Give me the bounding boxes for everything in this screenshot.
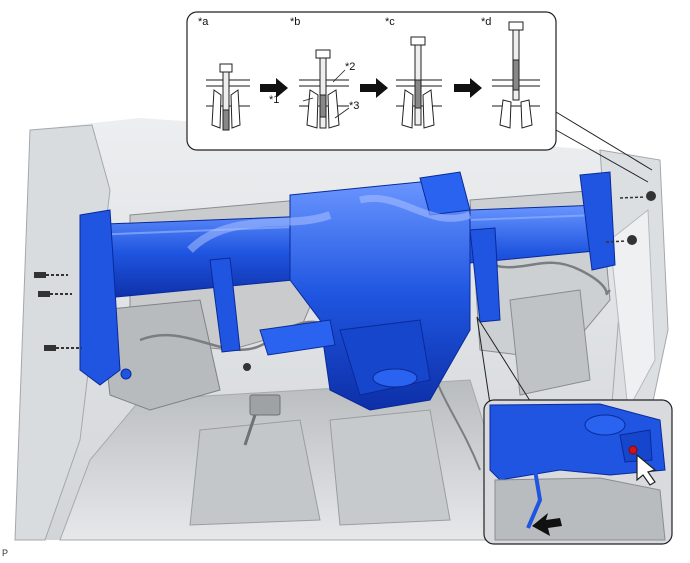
bolt-group-right xyxy=(243,191,656,371)
bolt-group-left xyxy=(34,272,82,351)
bolt-icon xyxy=(605,235,637,245)
callout-1-label: *1 xyxy=(269,94,280,106)
bolt-icon xyxy=(38,291,72,297)
step-d-label: *d xyxy=(481,16,492,28)
instrument-panel-reinforcement xyxy=(79,171,616,411)
figure-code: P xyxy=(2,548,9,558)
step-c-label: *c xyxy=(385,16,395,28)
detail-inset xyxy=(483,399,673,545)
step-a-label: *a xyxy=(198,16,209,28)
pointer-arrow-icon xyxy=(636,453,657,486)
leader-lines-top xyxy=(555,111,653,183)
arrow-right-icon xyxy=(360,78,388,98)
bolt-icon xyxy=(34,272,68,278)
clip-stage-a xyxy=(206,63,250,131)
leader-lines-bottom xyxy=(476,316,533,405)
clip-stage-b xyxy=(299,49,350,129)
arrow-right-icon xyxy=(454,78,482,98)
callout-2-label: *2 xyxy=(345,61,356,73)
clip-sequence-callout xyxy=(186,11,557,151)
arrow-left-icon xyxy=(532,513,562,536)
step-b-label: *b xyxy=(290,16,301,28)
callout-3-label: *3 xyxy=(349,100,360,112)
arrow-right-icon xyxy=(260,78,288,98)
clip-stage-d xyxy=(492,21,540,129)
bolt-icon xyxy=(243,363,251,371)
clip-stage-c xyxy=(396,36,442,129)
bolt-icon xyxy=(44,345,82,351)
bolt-icon xyxy=(619,191,656,201)
